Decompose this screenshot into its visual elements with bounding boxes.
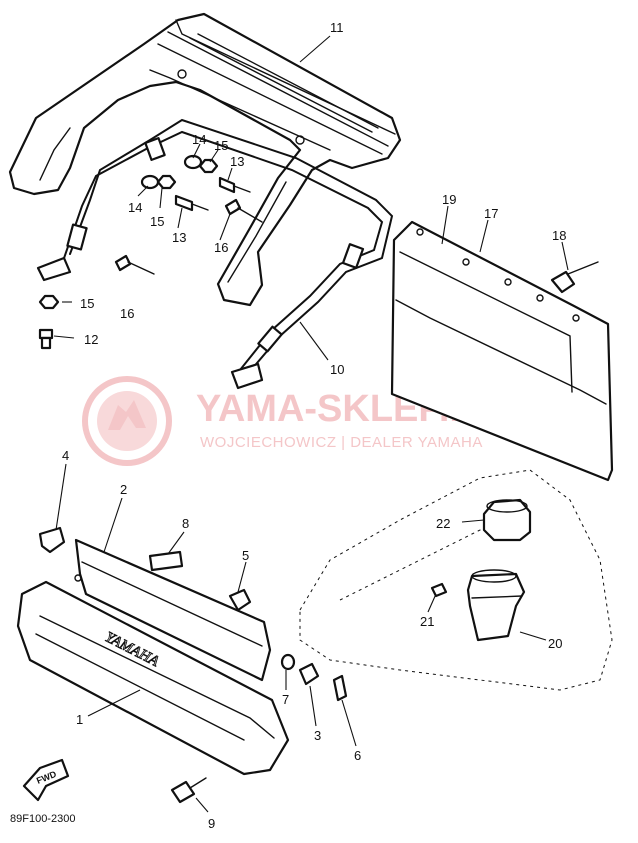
callout-12: 12: [84, 332, 98, 347]
hardware-upper: [38, 154, 263, 350]
part-18-screw: [550, 261, 599, 294]
callout-13: 13: [172, 230, 186, 245]
part-4-clip: [38, 526, 66, 554]
callout-11: 11: [330, 20, 344, 35]
callout-7: 7: [282, 692, 289, 707]
callout-13: 13: [230, 154, 244, 169]
callout-14: 14: [128, 200, 142, 215]
part-6-pin: [332, 674, 348, 702]
callout-18: 18: [552, 228, 566, 243]
callout-5: 5: [242, 548, 249, 563]
callout-2: 2: [120, 482, 127, 497]
part-7-washer: [280, 653, 296, 671]
part-22-cap: [482, 498, 532, 542]
callout-16: 16: [214, 240, 228, 255]
callout-9: 9: [208, 816, 215, 831]
callout-14: 14: [192, 132, 206, 147]
part-10-rail-stay: [36, 118, 394, 390]
part-5-fastener: [228, 588, 252, 612]
part-20-socket: [466, 569, 526, 642]
body-outline-dashed: [299, 469, 613, 691]
callout-15: 15: [214, 138, 228, 153]
callout-15: 15: [80, 296, 94, 311]
watermark: YAMA-SKLEP.PL WOJCIECHOWICZ | DEALER YAM…: [82, 376, 498, 466]
callout-21: 21: [420, 614, 434, 629]
part-21-screw: [430, 582, 448, 598]
yamaha-tuning-fork-logo-icon: [82, 376, 172, 466]
part-2-bracket: [74, 538, 272, 682]
callout-10: 10: [330, 362, 344, 377]
callout-16: 16: [120, 306, 134, 321]
callout-3: 3: [314, 728, 321, 743]
callout-19: 19: [442, 192, 456, 207]
fwd-arrow-icon: FWD: [22, 758, 70, 802]
part-3-clip: [298, 662, 320, 686]
watermark-subtitle: WOJCIECHOWICZ | DEALER YAMAHA: [200, 434, 483, 451]
callout-17: 17: [484, 206, 498, 221]
callout-22: 22: [436, 516, 450, 531]
drawing-code: 89F100-2300: [10, 813, 75, 825]
callouts: 11 14 15 13 14 15 13 16 15 16 12 10 19 1…: [62, 20, 566, 831]
callout-6: 6: [354, 748, 361, 763]
part-8-plate: [148, 550, 184, 572]
callout-8: 8: [182, 516, 189, 531]
callout-15: 15: [150, 214, 164, 229]
callout-4: 4: [62, 448, 69, 463]
part-9-screw: [170, 777, 207, 804]
leader-lines: [53, 35, 569, 813]
callout-20: 20: [548, 636, 562, 651]
part-17-flap: [390, 220, 614, 482]
part-11-carrier: [8, 12, 402, 307]
callout-1: 1: [76, 712, 83, 727]
